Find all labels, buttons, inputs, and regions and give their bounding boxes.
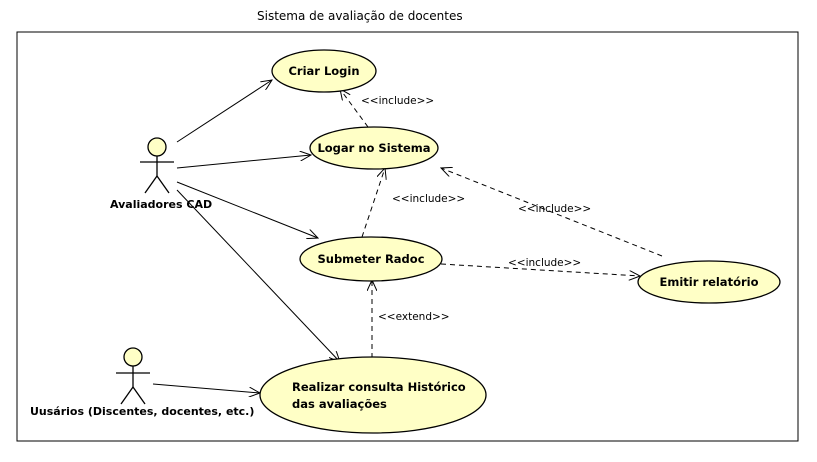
use-case-realizar-consulta[interactable]: Realizar consulta Histórico das avaliaçõ… [259, 356, 487, 434]
association-avaliadores-realizar-consulta [176, 189, 340, 362]
association-avaliadores-criar-login [176, 80, 272, 143]
association-avaliadores-submeter-radoc [176, 181, 318, 238]
actor-label: Uusários (Discentes, docentes, etc.) [30, 405, 254, 418]
include-submeter-emitir [440, 263, 640, 276]
use-case-logar-no-sistema[interactable]: Logar no Sistema [309, 126, 439, 170]
actor-avaliadores-cad[interactable]: Avaliadores CAD [110, 137, 212, 211]
use-case-label: das avaliações [292, 397, 387, 411]
actor-usuarios[interactable]: Uusários (Discentes, docentes, etc.) [30, 347, 254, 418]
include-label: <<include>> [518, 203, 591, 215]
use-case-criar-login[interactable]: Criar Login [271, 49, 377, 93]
system-boundary [16, 31, 799, 442]
include-emitir-logar [441, 168, 663, 257]
use-case-label: Emitir relatório [660, 275, 759, 289]
include-label: <<include>> [508, 257, 581, 269]
use-case-label: Logar no Sistema [317, 141, 430, 155]
use-case-emitir-relatorio[interactable]: Emitir relatório [637, 260, 781, 304]
include-label: <<include>> [392, 193, 465, 205]
extend-label: <<extend>> [378, 311, 450, 323]
use-case-submeter-radoc[interactable]: Submeter Radoc [299, 236, 443, 282]
diagram-title: Sistema de avaliação de docentes [257, 9, 463, 23]
include-submeter-logar [361, 168, 385, 238]
use-case-label: Submeter Radoc [317, 252, 424, 266]
use-case-label: Criar Login [288, 64, 359, 78]
actor-head-icon [147, 137, 167, 157]
include-logar-criar-login [340, 89, 369, 128]
actor-head-icon [123, 347, 143, 367]
use-case-label: Realizar consulta Histórico [292, 380, 466, 394]
include-label: <<include>> [361, 95, 434, 107]
association-avaliadores-logar [176, 155, 311, 169]
association-usuarios-realizar-consulta [152, 383, 260, 393]
actor-label: Avaliadores CAD [110, 198, 212, 211]
